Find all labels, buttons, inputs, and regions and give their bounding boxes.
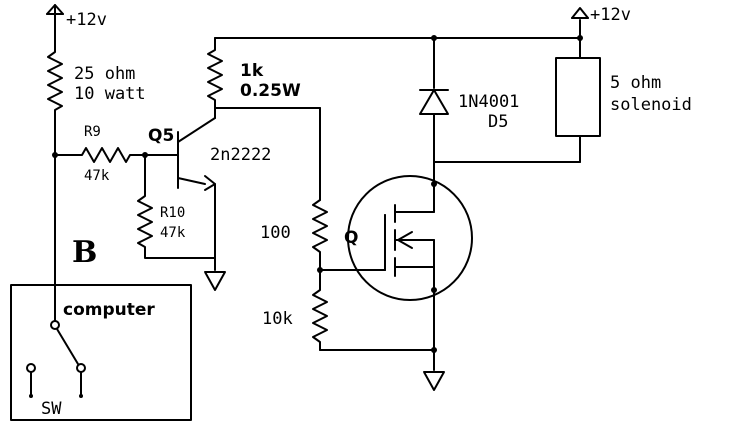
r10-label: R10 xyxy=(160,205,185,221)
resistor-100-label: 100 xyxy=(260,223,291,243)
resistor-1k-label: 1k xyxy=(240,61,264,81)
switch-label: SW xyxy=(41,399,62,419)
resistor-25ohm-power: 10 watt xyxy=(74,84,146,104)
resistor-r10 xyxy=(137,154,216,259)
diode-label: 1N4001 xyxy=(458,92,519,112)
junction-dot xyxy=(431,181,437,187)
junction-dot xyxy=(431,287,437,293)
r9-value: 47k xyxy=(84,168,110,184)
q5-label: Q5 xyxy=(148,126,174,146)
mosfet-label: Q xyxy=(344,228,358,248)
marker-b: B xyxy=(72,235,97,270)
r10-value: 47k xyxy=(160,225,186,241)
resistor-25ohm xyxy=(47,27,63,151)
supply-left xyxy=(46,4,64,29)
q5-part: 2n2222 xyxy=(210,145,271,165)
resistor-1k xyxy=(207,37,223,109)
resistor-10k-label: 10k xyxy=(262,309,293,329)
solenoid-value: 5 ohm xyxy=(610,73,661,93)
ground-symbol xyxy=(423,371,445,391)
switch-sw xyxy=(26,299,86,398)
transistor-q5 xyxy=(177,117,216,191)
diode-ref: D5 xyxy=(488,112,508,132)
resistor-1k-power: 0.25W xyxy=(240,81,301,101)
supply-right-label: +12v xyxy=(590,5,631,25)
solenoid-name: solenoid xyxy=(610,95,692,115)
diode-d5 xyxy=(419,89,449,115)
supply-right xyxy=(571,7,589,19)
r9-label: R9 xyxy=(84,124,101,140)
resistor-r9 xyxy=(54,147,179,163)
junction-dot xyxy=(431,347,437,353)
computer-label: computer xyxy=(63,300,155,320)
ground-symbol xyxy=(204,271,226,291)
resistor-25ohm-label: 25 ohm xyxy=(74,64,135,84)
resistor-10k xyxy=(312,269,328,351)
solenoid-coil xyxy=(555,57,601,137)
computer-box xyxy=(10,284,192,421)
mosfet-q xyxy=(347,175,473,301)
supply-left-label: +12v xyxy=(66,10,107,30)
resistor-100 xyxy=(312,199,328,271)
